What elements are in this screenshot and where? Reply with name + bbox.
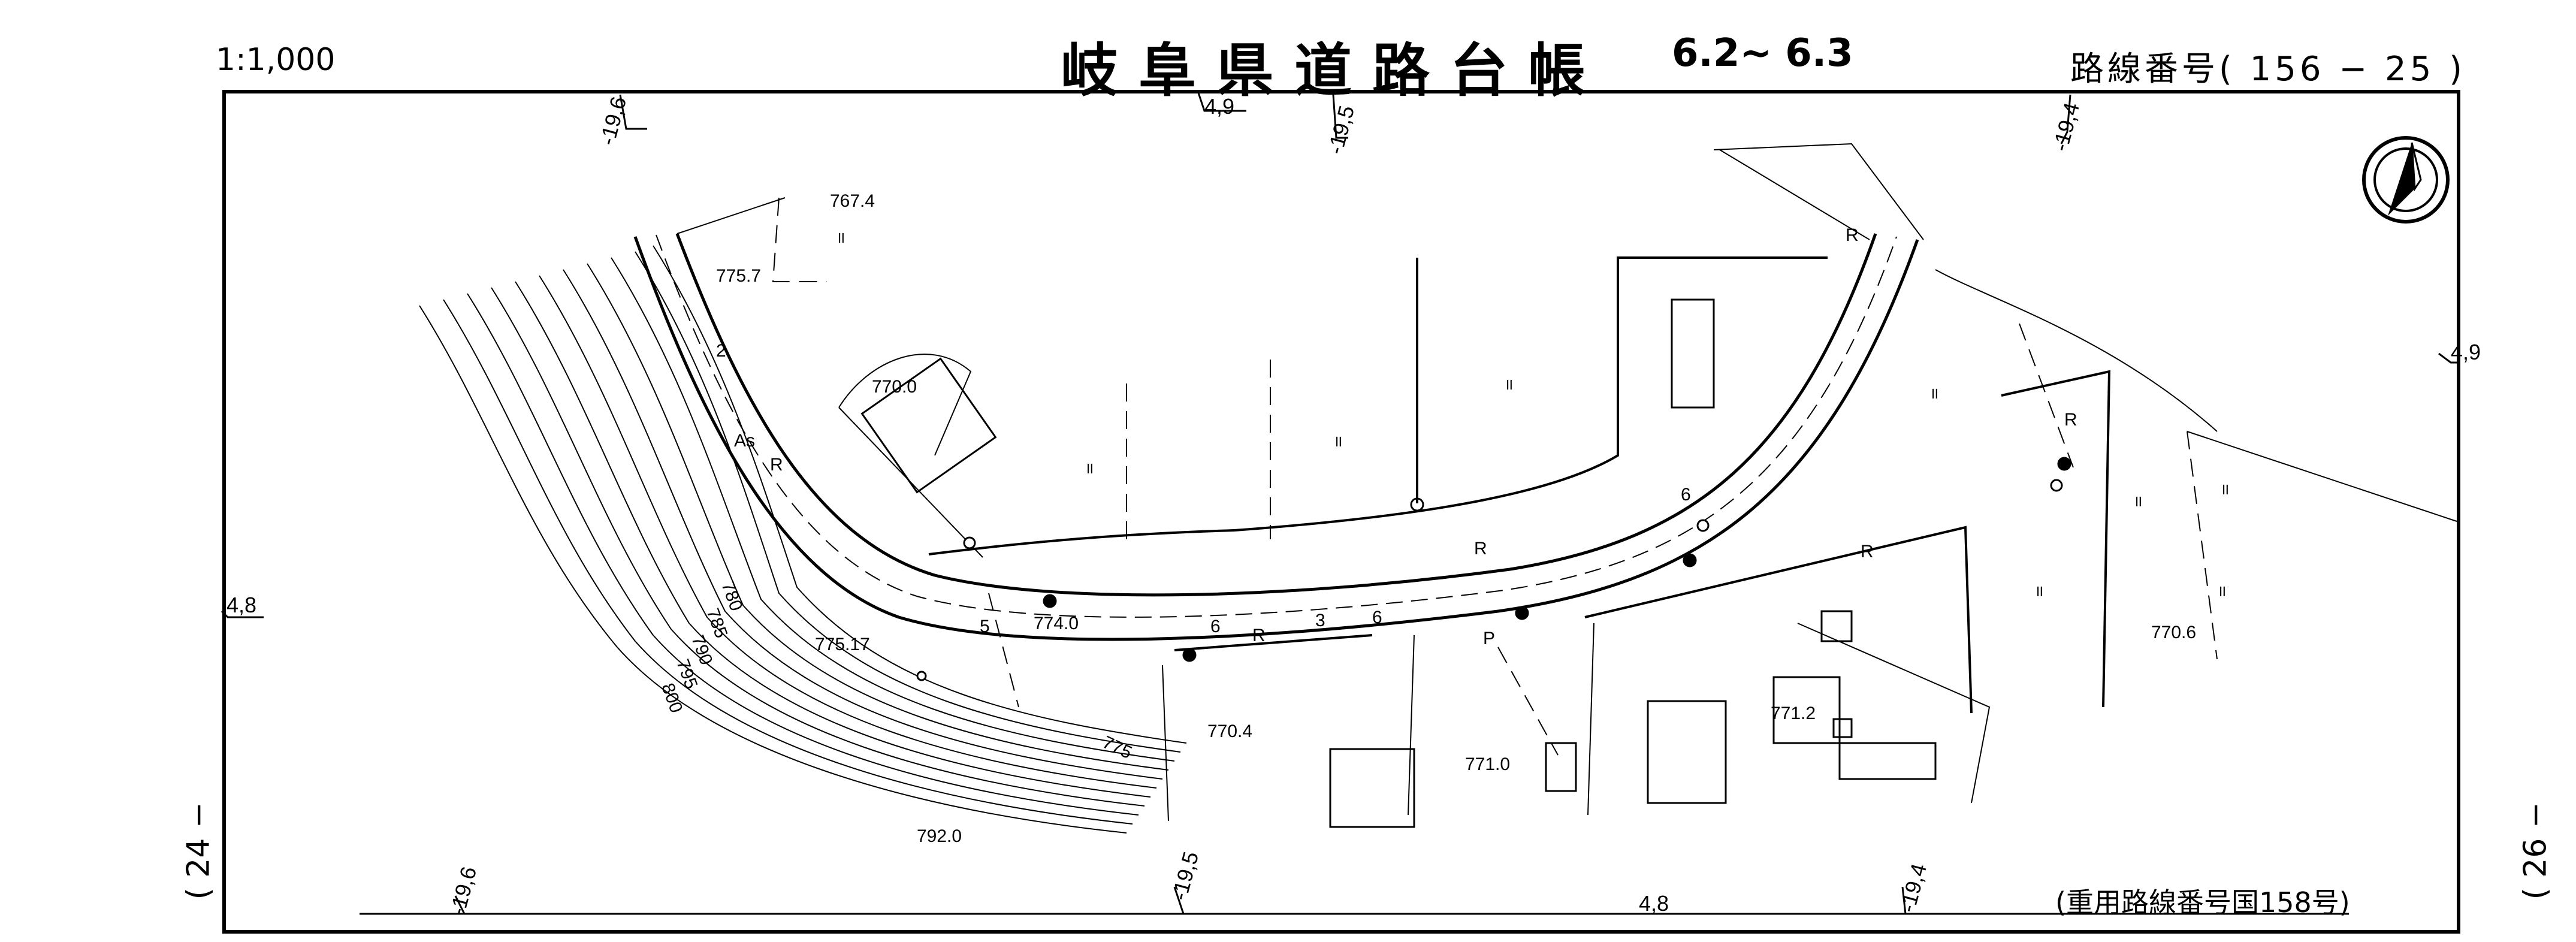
north-arrow-icon [2362,136,2450,224]
elevation-label: 770.0 [872,377,917,397]
grid-label: 4,9 [2451,340,2481,364]
road-mark: R [2064,410,2077,430]
elevation-label: 771.0 [1465,754,1510,774]
road-mark: P [1483,629,1495,648]
sheet-range: 6.2~ 6.3 [1672,31,1853,76]
road-mark: R [1474,539,1487,558]
grid-label: -19,4 [2047,100,2084,154]
retaining-walls [928,256,2111,714]
road-mark: R [1861,542,1874,561]
grid-ticks [221,92,2460,915]
road-mark: 6 [1210,617,1221,636]
grid-label: -19,5 [1167,849,1203,903]
land-use-mark: ॥ [1085,459,1094,477]
land-use-mark: ॥ [1504,375,1514,393]
elevation-label: 770.4 [1207,721,1252,741]
elevation-label: 792.0 [917,826,962,846]
land-use-mark: ॥ [2217,582,2227,600]
elevation-label: 775.7 [716,266,761,286]
road-mark: 5 [980,617,990,636]
grid-label: -19,4 [1895,861,1931,915]
grid-label: 4,8 [1639,891,1669,916]
land-use-mark: ॥ [2034,582,2044,600]
elevation-label: 775.17 [815,635,870,654]
road-mark: 6 [1681,485,1691,505]
contour-lines [419,245,1187,834]
utility-markers [916,457,2071,681]
lot-boundaries [772,197,2218,756]
grid-label: -19,5 [1322,103,1359,157]
grid-label: 4,9 [1204,94,1234,119]
road-alignment [633,233,1919,641]
route-number: 路線番号( 156 − 25 ) [2070,50,2466,89]
land-use-mark: ॥ [1929,384,1939,402]
elevation-label: 767.4 [830,191,875,211]
buildings [860,298,1937,828]
road-mark: R [1252,626,1266,645]
road-mark: 2 [716,341,726,361]
road-mark: R [770,455,783,475]
contour-label: 775 [1100,732,1135,763]
land-use-mark: ॥ [1333,432,1343,450]
mast-base [1410,497,1424,512]
grid-label: -19,6 [445,864,481,918]
land-use-mark: ॥ [2220,480,2230,498]
grid-label: 4,8 [227,593,256,617]
road-mark: 6 [1372,608,1382,627]
road-mark: R [1846,225,1859,245]
elevation-label: 770.6 [2151,623,2196,642]
scale-label: 1:1,000 [216,42,336,78]
elevation-label: 771.2 [1771,704,1816,723]
road-mark: 3 [1315,611,1325,630]
elevation-label: 774.0 [1034,614,1079,633]
property-lines [677,143,2457,822]
land-use-mark: ॥ [2133,492,2143,510]
map-frame [222,90,2460,934]
land-use-mark: ॥ [836,228,845,246]
road-mark: As [734,431,755,451]
